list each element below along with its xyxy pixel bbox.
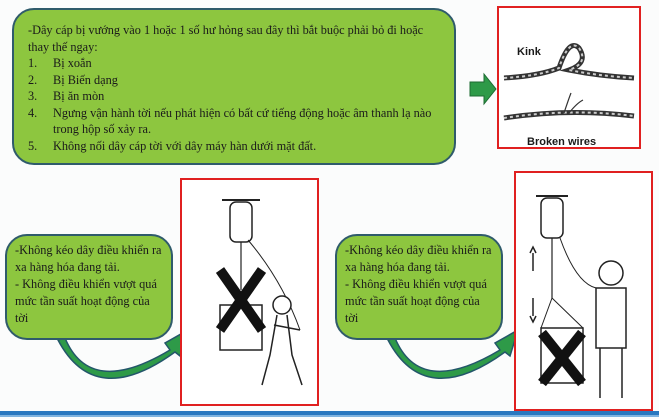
intro-text: -Dây cáp bị vướng vào 1 hoặc 1 số hư hỏn… xyxy=(28,23,424,54)
curved-arrow-icon-right xyxy=(386,328,520,380)
bottom-divider xyxy=(0,411,659,417)
warning-text-1: -Không kéo dây điều khiển ra xa hàng hóa… xyxy=(345,243,492,274)
broken-wires-label: Broken wires xyxy=(527,136,597,148)
warning-text-2: - Không điều khiển vượt quá mức tần suất… xyxy=(15,277,157,325)
list-item: 4.Ngưng vận hành tời nếu phát hiện có bấ… xyxy=(28,105,432,137)
rope-illustration xyxy=(503,43,635,121)
kink-label: Kink xyxy=(517,46,541,58)
wire-damage-image: Kink Broken wires xyxy=(497,6,641,149)
x-mark-icon xyxy=(538,329,586,387)
left-warning-bubble: -Không kéo dây điều khiển ra xa hàng hóa… xyxy=(5,234,173,340)
list-item: 5.Không nối dây cáp tời với dây máy hàn … xyxy=(28,138,317,153)
warning-text-1: -Không kéo dây điều khiển ra xa hàng hóa… xyxy=(15,243,162,274)
right-warning-bubble: -Không kéo dây điều khiển ra xa hàng hóa… xyxy=(335,234,503,340)
list-item: 1.Bị xoắn xyxy=(28,56,92,70)
hoist-illustration-left xyxy=(180,178,319,406)
hoist-drawing xyxy=(529,195,627,398)
wire-rope-rules-box: -Dây cáp bị vướng vào 1 hoặc 1 số hư hỏn… xyxy=(12,8,456,165)
hoist-illustration-right xyxy=(514,171,653,411)
right-arrow-icon xyxy=(469,72,497,106)
warning-text-2: - Không điều khiển vượt quá mức tần suất… xyxy=(345,277,487,325)
list-item: 2.Bị Biến dạng xyxy=(28,72,118,87)
rules-list: 1.Bị xoắn 2.Bị Biến dạng 3.Bị ăn mòn 4.N… xyxy=(28,55,440,154)
list-item: 3.Bị ăn mòn xyxy=(28,89,105,103)
x-mark-icon xyxy=(215,267,267,333)
hoist-drawing xyxy=(215,199,303,386)
